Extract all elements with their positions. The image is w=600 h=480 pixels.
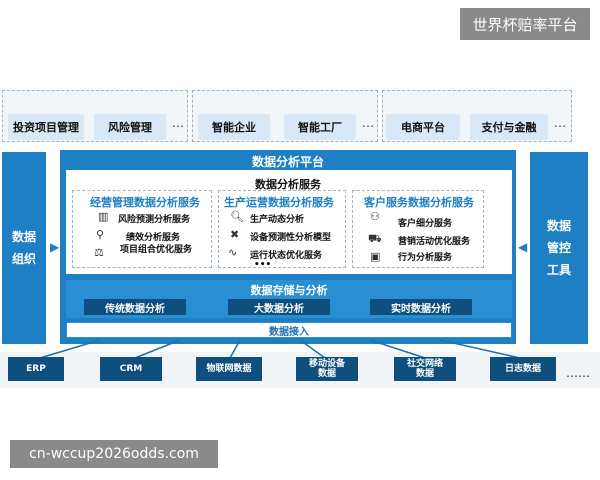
tap-icon: ⚲: [96, 228, 105, 241]
service-management-item-1: 风险预测分析服务: [118, 215, 191, 225]
service-customer-item-3: 行为分析服务: [398, 253, 453, 263]
tools-icon: ✖: [230, 228, 240, 241]
chart-icon: ▥: [98, 210, 109, 223]
signal-icon: ∿: [228, 246, 238, 259]
right-column-line1: 数据: [546, 219, 571, 233]
top-item-smart-enterprise[interactable]: 智能企业: [198, 114, 270, 140]
left-column-data-org[interactable]: 数据 组织: [2, 152, 46, 344]
service-customer-item-2: 营销活动优化服务: [398, 237, 471, 247]
left-arrow-icon: ▶: [50, 240, 60, 254]
top-item-smart-factory[interactable]: 智能工厂: [284, 114, 356, 140]
service-production-title: 生产运营数据分析服务: [224, 196, 334, 209]
top-group-1-ellipsis: …: [172, 116, 184, 130]
service-customer-item-1: 客户细分服务: [398, 219, 453, 229]
source-erp[interactable]: ERP: [8, 357, 64, 381]
sources-more: ……: [566, 366, 590, 380]
scale-icon: ⚖: [94, 246, 104, 259]
source-social[interactable]: 社交网络 数据: [394, 357, 456, 381]
service-production-item-2: 设备预测性分析模型: [250, 233, 332, 243]
platform-title: 数据分析平台: [251, 155, 324, 169]
right-column-line2: 管控: [546, 241, 571, 255]
service-box-customer[interactable]: [352, 190, 484, 268]
source-iot[interactable]: 物联网数据: [196, 357, 262, 381]
top-group-2-ellipsis: …: [362, 116, 374, 130]
right-arrow-icon: ◀: [518, 240, 528, 254]
magnifier-icon: 🔍︎: [230, 210, 244, 223]
service-box-management[interactable]: [72, 190, 212, 268]
service-customer-title: 客户服务数据分析服务: [364, 196, 474, 209]
top-group-3-ellipsis: …: [554, 116, 566, 130]
storage-bigdata[interactable]: 大数据分析: [228, 299, 330, 315]
top-item-ecommerce[interactable]: 电商平台: [386, 114, 460, 140]
service-production-item-1: 生产动态分析: [250, 215, 305, 225]
right-column-line3: 工具: [546, 263, 571, 277]
service-title: 数据分析服务: [255, 178, 321, 191]
service-box-production[interactable]: [218, 190, 346, 268]
shop-icon: ▣: [370, 250, 381, 263]
source-mobile[interactable]: 移动设备 数据: [296, 357, 358, 381]
right-column-data-tools[interactable]: 数据 管控 工具: [530, 152, 588, 344]
storage-title: 数据存储与分析: [250, 284, 328, 297]
top-item-payment[interactable]: 支付与金融: [470, 114, 548, 140]
service-management-item-3: 项目组合优化服务: [120, 245, 193, 255]
left-column-line2: 组织: [11, 252, 36, 266]
source-crm[interactable]: CRM: [100, 357, 162, 381]
storage-realtime[interactable]: 实时数据分析: [370, 299, 472, 315]
source-log[interactable]: 日志数据: [490, 357, 556, 381]
storage-traditional[interactable]: 传统数据分析: [84, 299, 186, 315]
corner-title: 世界杯赔率平台: [460, 8, 590, 40]
people-icon: ⚇: [370, 210, 380, 223]
source-connectors: [39, 339, 521, 359]
url-label[interactable]: cn-wccup2026odds.com: [10, 440, 218, 468]
cart-icon: ⛟: [368, 232, 382, 245]
data-access-bar[interactable]: 数据接入: [66, 322, 512, 338]
top-item-investment[interactable]: 投资项目管理: [8, 114, 84, 140]
service-management-item-2: 绩效分析服务: [126, 233, 181, 243]
service-production-item-3: 运行状态优化服务: [250, 251, 323, 261]
left-column-line1: 数据: [11, 230, 36, 244]
service-management-title: 经营管理数据分析服务: [90, 196, 200, 209]
top-item-risk[interactable]: 风险管理: [94, 114, 166, 140]
service-production-more: •••: [254, 260, 272, 270]
